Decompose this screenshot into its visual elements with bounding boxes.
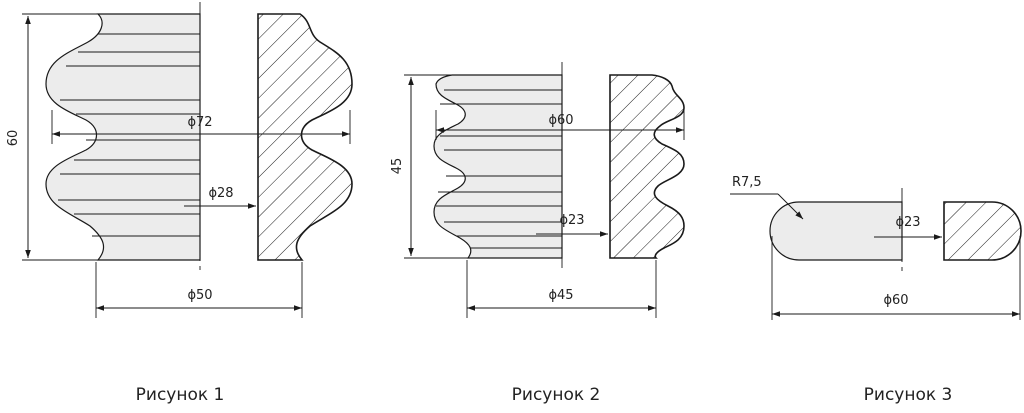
figure-3 bbox=[730, 188, 1022, 320]
figure-3-radius-arrow bbox=[777, 193, 804, 220]
figure-3-caption: Рисунок 3 bbox=[864, 385, 953, 405]
figure-2-height-label: 45 bbox=[390, 158, 405, 175]
figure-1-left-body bbox=[45, 13, 201, 261]
figure-2-outer-label: ϕ60 bbox=[548, 113, 573, 128]
figure-2-right-section bbox=[609, 74, 685, 259]
figure-1-base-label: ϕ50 bbox=[187, 288, 212, 303]
figure-2-left-body bbox=[433, 74, 563, 259]
figure-1-right-section bbox=[257, 13, 353, 261]
figure-1 bbox=[22, 2, 353, 318]
figure-3-left-body bbox=[769, 201, 903, 261]
figure-1-bore-label: ϕ28 bbox=[208, 186, 233, 201]
figure-1-shading bbox=[58, 33, 200, 237]
figure-3-right-section bbox=[943, 201, 1022, 261]
figure-3-outer-label: ϕ60 bbox=[883, 293, 908, 308]
figure-1-outer-label: ϕ72 bbox=[187, 115, 212, 130]
figure-2-base-label: ϕ45 bbox=[548, 288, 573, 303]
figure-3-radius-label: R7,5 bbox=[732, 175, 762, 190]
figure-2-shading bbox=[436, 89, 562, 249]
figure-2 bbox=[404, 62, 685, 318]
figure-1-height-label: 60 bbox=[6, 130, 21, 147]
figure-3-bore-label: ϕ23 bbox=[895, 215, 920, 230]
figure-2-bore-label: ϕ23 bbox=[559, 213, 584, 228]
figure-2-caption: Рисунок 2 bbox=[512, 385, 601, 405]
figure-1-caption: Рисунок 1 bbox=[136, 385, 225, 405]
